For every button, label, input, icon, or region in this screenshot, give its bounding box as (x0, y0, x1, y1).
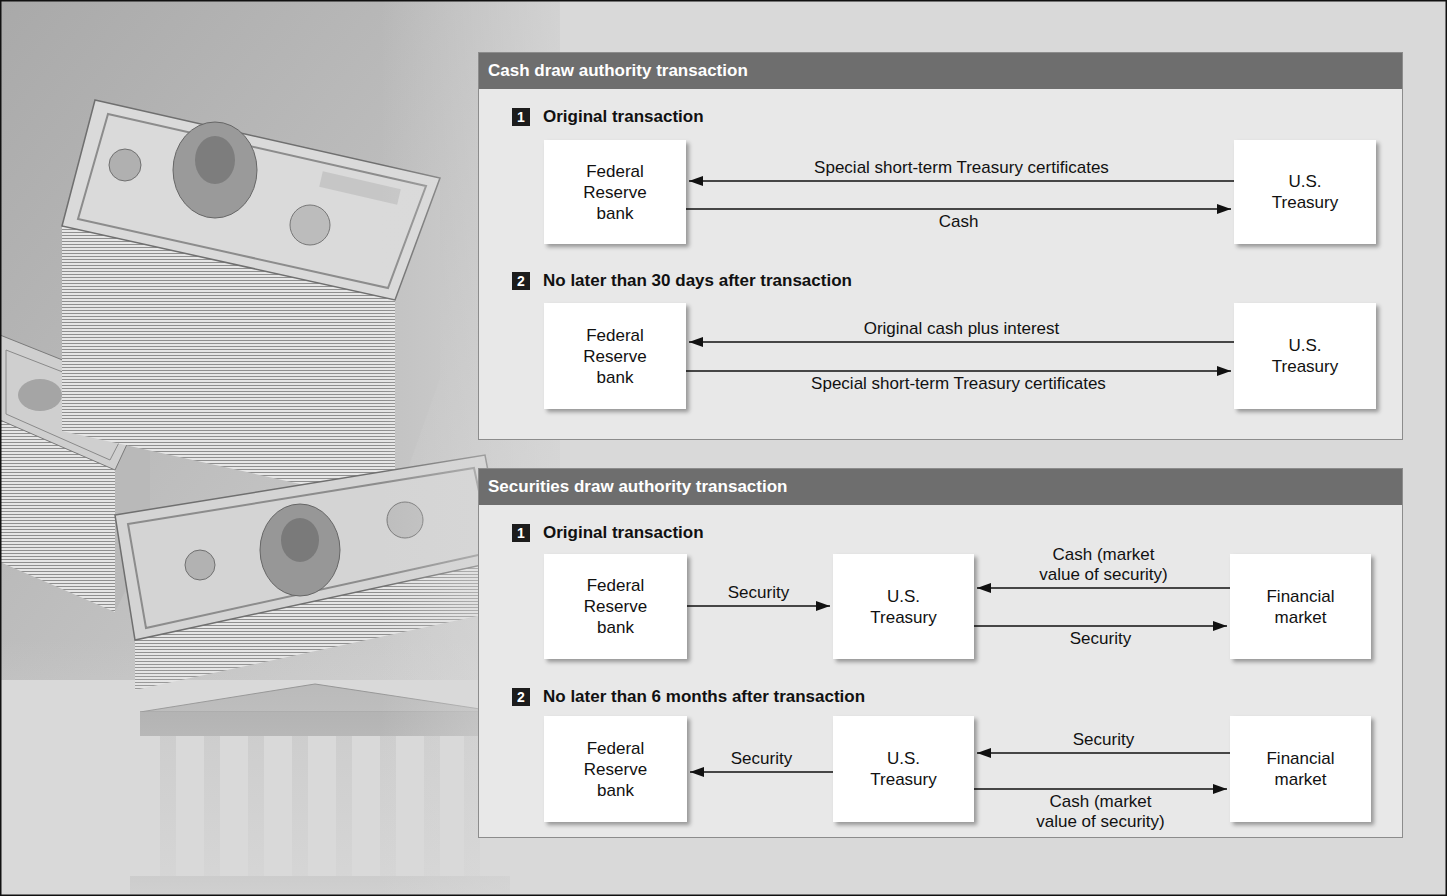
flow-label: Security (1067, 629, 1134, 649)
flow-label: Cash (market value of security) (998, 545, 1209, 585)
hundred-stack (78, 114, 426, 288)
flow-label: Cash (market value of security) (995, 792, 1206, 832)
entity-name: U.S. Treasury (1257, 171, 1353, 213)
flow-arrow (974, 788, 1227, 790)
flow-label: Security (1070, 730, 1137, 750)
hundred-stack (290, 205, 330, 245)
entity-name: U.S. Treasury (856, 586, 952, 628)
flow-arrow (689, 341, 1234, 343)
entity-box: Federal Reserve bank (544, 716, 687, 822)
flow-label: Original cash plus interest (861, 319, 1063, 339)
entity-name: Federal Reserve bank (567, 161, 663, 224)
flow-arrow (689, 180, 1234, 182)
entity-box: U.S. Treasury (1234, 140, 1376, 244)
fifty-stack (18, 379, 62, 411)
step-heading: No later than 6 months after transaction (543, 687, 865, 707)
entity-box: Federal Reserve bank (544, 303, 686, 409)
entity-name: U.S. Treasury (856, 748, 952, 790)
step-number: 1 (512, 524, 530, 542)
twenty-stack (185, 550, 215, 580)
flow-arrow (974, 625, 1227, 627)
flow-label: Security (728, 749, 795, 769)
entity-name: Federal Reserve bank (567, 325, 663, 388)
step-heading: Original transaction (543, 107, 704, 127)
flow-label: Special short-term Treasury certificates (811, 158, 1112, 178)
flow-arrow (687, 605, 830, 607)
step-number: 1 (512, 108, 530, 126)
step-heading: Original transaction (543, 523, 704, 543)
entity-name: Financial market (1253, 748, 1349, 790)
flow-arrow (686, 370, 1231, 372)
flow-arrow (977, 752, 1230, 754)
hundred-stack (195, 136, 235, 184)
entity-box: Federal Reserve bank (544, 554, 687, 659)
entity-box: Financial market (1230, 554, 1371, 659)
step-number: 2 (512, 272, 530, 290)
flow-arrow (686, 208, 1231, 210)
entity-box: Federal Reserve bank (544, 140, 686, 244)
entity-box: Financial market (1230, 716, 1371, 822)
entity-box: U.S. Treasury (833, 716, 974, 822)
hundred-stack (173, 122, 257, 218)
twenty-stack (260, 504, 340, 596)
hundred-stack (109, 149, 141, 181)
panel-fill (478, 52, 1403, 440)
entity-box: U.S. Treasury (1234, 303, 1376, 409)
flow-label: Special short-term Treasury certificates (808, 374, 1109, 394)
panel-fill (478, 468, 1403, 838)
flow-label: Cash (936, 212, 982, 232)
entity-box: U.S. Treasury (833, 554, 974, 659)
entity-name: Federal Reserve bank (568, 575, 664, 638)
step-heading: No later than 30 days after transaction (543, 271, 852, 291)
twenty-stack (281, 518, 319, 562)
entity-name: Financial market (1253, 586, 1349, 628)
flow-arrow (977, 587, 1230, 589)
panel-heading: Cash draw authority transaction (479, 53, 1402, 89)
panel-fills (478, 52, 1403, 838)
step-number: 2 (512, 688, 530, 706)
entity-name: U.S. Treasury (1257, 335, 1353, 377)
panel-heading: Securities draw authority transaction (479, 469, 1402, 505)
flow-label: Security (725, 583, 792, 603)
flow-arrow (690, 771, 833, 773)
entity-name: Federal Reserve bank (568, 738, 664, 801)
